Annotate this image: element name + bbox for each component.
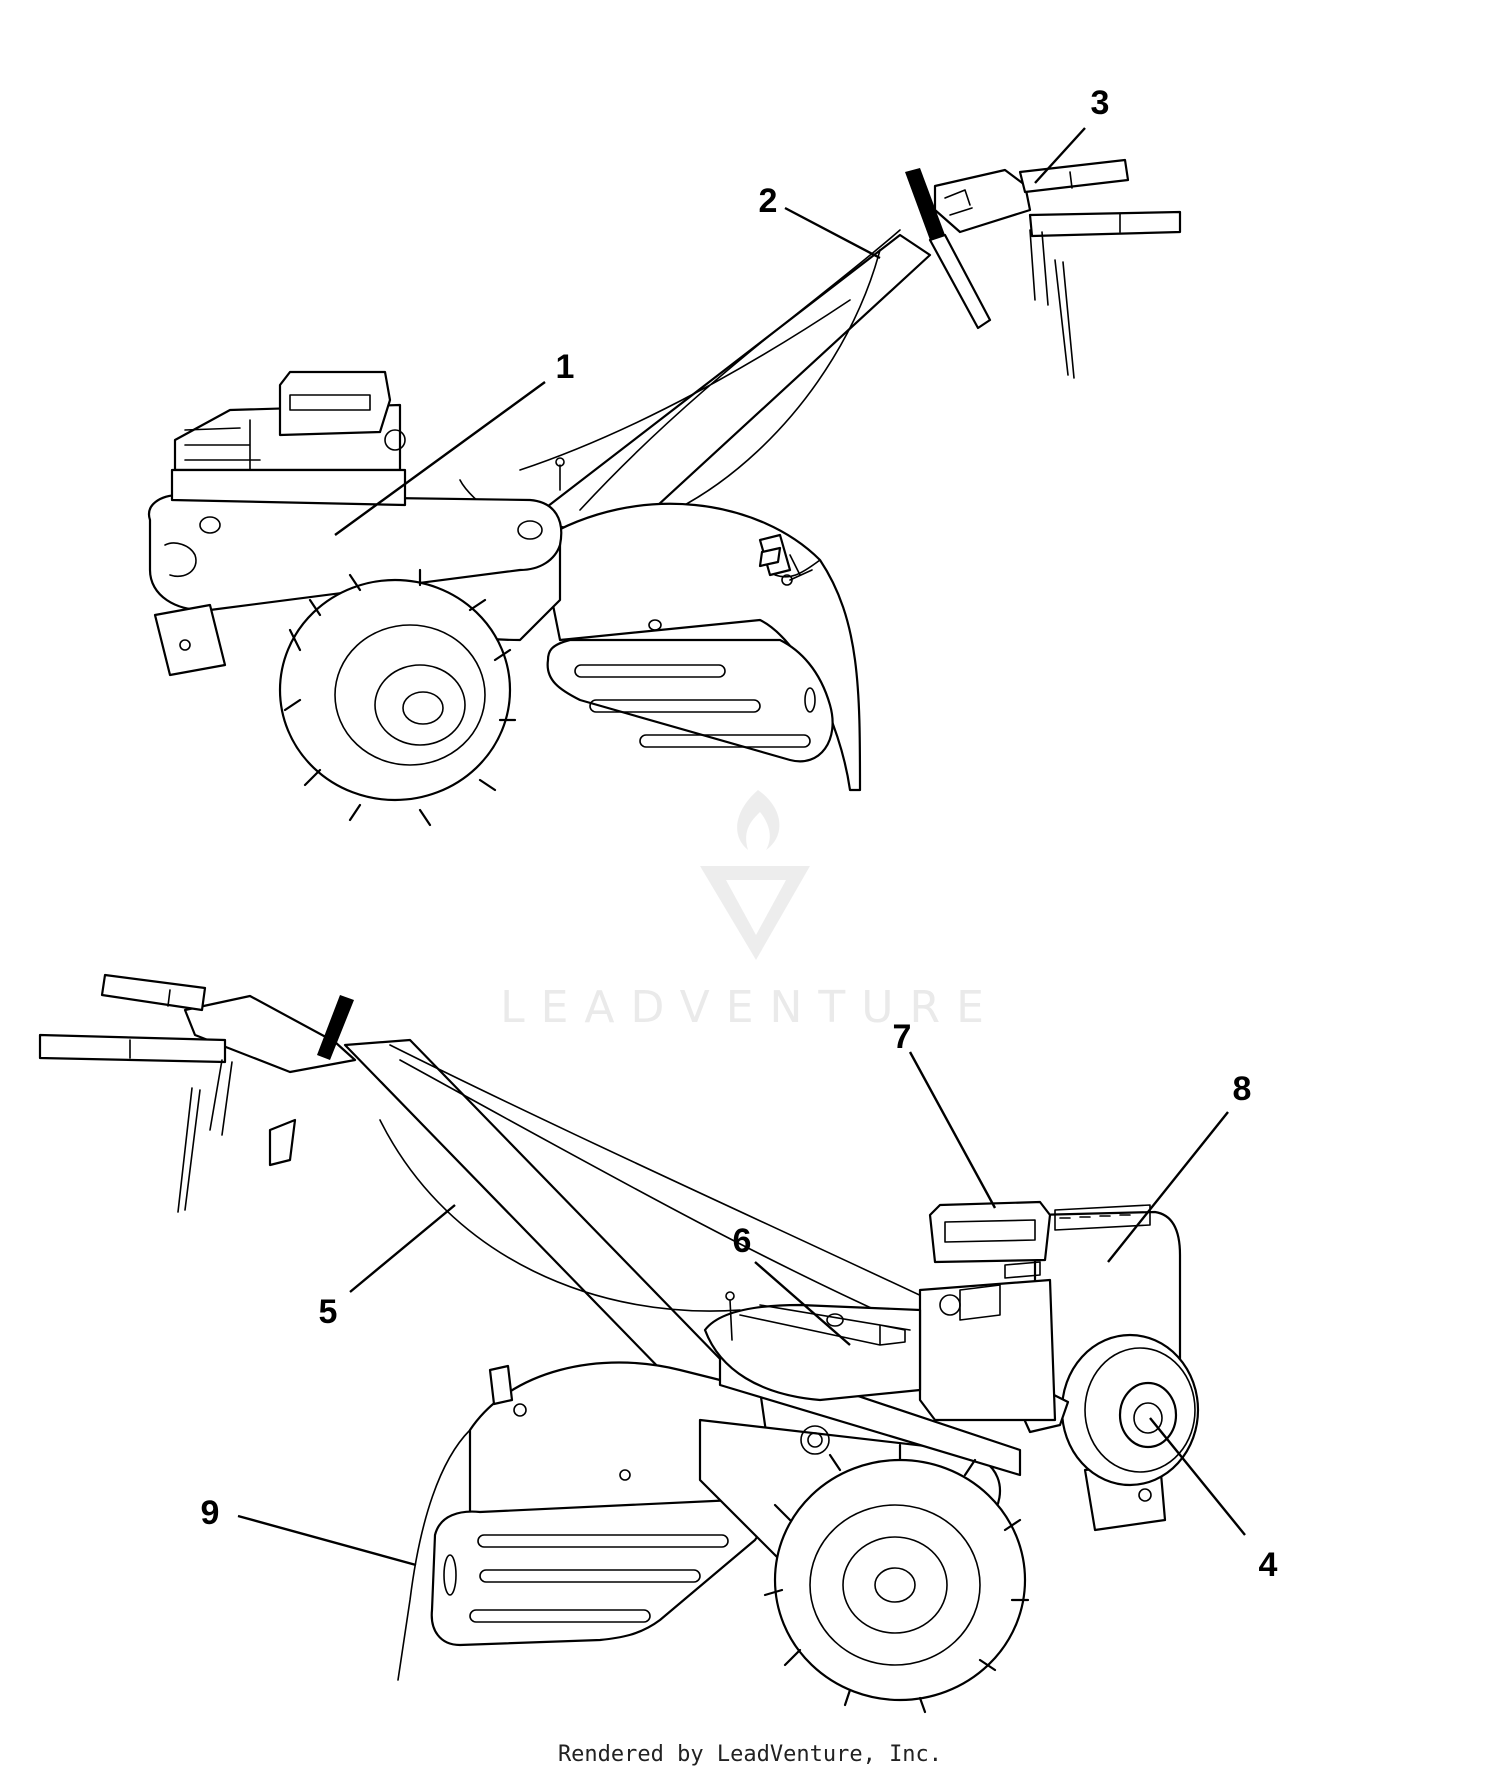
leader-line-7	[908, 1051, 997, 1209]
callout-8: 8	[1107, 1070, 1252, 1263]
callout-label-3: 3	[1091, 84, 1110, 122]
control-cables-bottom	[379, 1044, 931, 1331]
callout-label-9: 9	[201, 1494, 220, 1532]
tine-shield-bottom	[430, 1498, 764, 1647]
callout-label-5: 5	[319, 1293, 338, 1331]
callout-4: 4	[1149, 1417, 1278, 1584]
leadventure-watermark: LEADVENTURE	[500, 790, 1000, 1033]
handle-console-bottom	[183, 994, 357, 1074]
control-rod-bottom	[177, 1059, 233, 1213]
callout-label-4: 4	[1259, 1546, 1278, 1584]
lever-bracket-bottom	[268, 1118, 297, 1167]
recoil-starter	[1060, 1333, 1200, 1487]
shift-lever-knob-top	[905, 168, 945, 240]
grip-upper-bottom	[100, 973, 207, 1012]
callout-1: 1	[334, 348, 575, 536]
footer-credit: Rendered by LeadVenture, Inc.	[557, 1742, 943, 1767]
shift-lever-knob-bottom	[317, 995, 354, 1060]
grip-upper-top	[1018, 158, 1130, 194]
tiller-top-view	[147, 158, 1182, 827]
belt-cover-top	[147, 493, 563, 612]
wheel-bottom	[763, 1443, 1030, 1714]
air-cleaner-bottom	[928, 1200, 1052, 1264]
control-rod-top	[1029, 229, 1075, 379]
callout-6: 6	[733, 1222, 851, 1346]
wheel-top	[278, 568, 517, 827]
callout-3: 3	[1034, 84, 1110, 184]
grip-lower-bottom	[38, 1033, 227, 1064]
callout-label-8: 8	[1233, 1070, 1252, 1108]
shift-lever-top	[928, 233, 992, 330]
control-cables-top	[459, 229, 901, 541]
callout-label-6: 6	[733, 1222, 752, 1260]
air-filter-top	[278, 370, 392, 437]
handlebar-tube-bottom	[343, 1038, 762, 1412]
leader-line-8	[1107, 1111, 1229, 1263]
leader-line-1	[334, 381, 546, 536]
callout-label-7: 7	[893, 1018, 912, 1056]
watermark-text: LEADVENTURE	[500, 982, 1000, 1033]
grip-lower-top	[1028, 210, 1182, 238]
callout-5: 5	[319, 1204, 456, 1331]
callout-9: 9	[201, 1494, 417, 1567]
leader-line-2	[784, 206, 881, 260]
tiller-bottom-view	[38, 973, 1200, 1714]
drag-bar-bottom	[397, 1429, 471, 1681]
callout-2: 2	[759, 182, 881, 260]
leader-line-4	[1149, 1417, 1246, 1536]
front-bracket-top	[153, 603, 227, 677]
callout-label-2: 2	[759, 182, 778, 220]
callout-7: 7	[893, 1018, 997, 1209]
leader-line-5	[349, 1204, 456, 1293]
belt-cover-bottom	[703, 1303, 922, 1402]
handle-console-top	[933, 168, 1032, 234]
leader-line-6	[754, 1261, 851, 1346]
callout-label-1: 1	[556, 348, 575, 386]
leader-line-3	[1034, 127, 1086, 184]
leader-line-9	[237, 1514, 417, 1567]
